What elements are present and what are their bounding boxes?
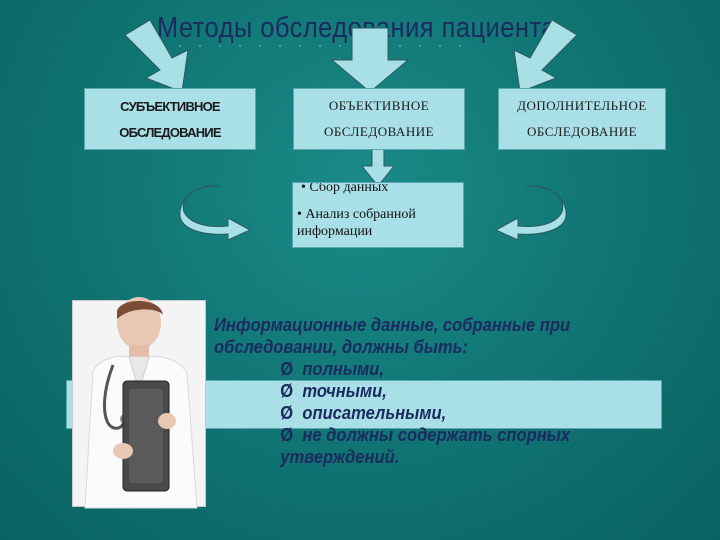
bullet-arrow-icon: Ø bbox=[280, 403, 293, 423]
data-processing-box: • Сбор данных • Анализ собранной информа… bbox=[292, 182, 464, 248]
info-item-complete: полными, bbox=[302, 359, 384, 379]
objective-line2: ОБСЛЕДОВАНИЕ bbox=[324, 124, 434, 140]
curved-arrow-icon bbox=[180, 182, 270, 242]
info-item-descriptive: описательными, bbox=[302, 403, 446, 423]
center-item-analyze-cont: информации bbox=[297, 223, 459, 240]
bullet-arrow-icon: Ø bbox=[280, 425, 293, 445]
info-heading-line2: обследовании, должны быть: bbox=[214, 336, 637, 358]
center-item-collect: • Сбор данных bbox=[297, 182, 459, 196]
subjective-line1: СУБЪЕКТИВНОЕ bbox=[120, 99, 220, 114]
info-text-block: Информационные данные, собранные при обс… bbox=[214, 314, 674, 468]
info-item-accurate: точными, bbox=[302, 381, 387, 401]
additional-line2: ОБСЛЕДОВАНИЕ bbox=[527, 124, 637, 140]
info-heading-line1: Информационные данные, собранные при bbox=[214, 314, 637, 336]
doctor-photo bbox=[72, 300, 206, 507]
curved-arrow-icon bbox=[486, 182, 576, 242]
subjective-exam-box: СУБЪЕКТИВНОЕ ОБСЛЕДОВАНИЕ bbox=[84, 88, 256, 150]
center-item-analyze: • Анализ собранной bbox=[297, 206, 459, 223]
subjective-line2: ОБСЛЕДОВАНИЕ bbox=[119, 125, 220, 140]
additional-exam-box: ДОПОЛНИТЕЛЬНОЕ ОБСЛЕДОВАНИЕ bbox=[498, 88, 666, 150]
objective-line1: ОБЪЕКТИВНОЕ bbox=[329, 98, 429, 114]
info-item-tail: утверждений. bbox=[214, 446, 637, 468]
bullet-arrow-icon: Ø bbox=[280, 381, 293, 401]
doctor-illustration bbox=[73, 301, 207, 508]
additional-line1: ДОПОЛНИТЕЛЬНОЕ bbox=[517, 98, 647, 114]
objective-exam-box: ОБЪЕКТИВНОЕ ОБСЛЕДОВАНИЕ bbox=[293, 88, 465, 150]
info-item-no-disputes: не должны содержать спорных bbox=[302, 425, 570, 445]
bullet-arrow-icon: Ø bbox=[280, 359, 293, 379]
